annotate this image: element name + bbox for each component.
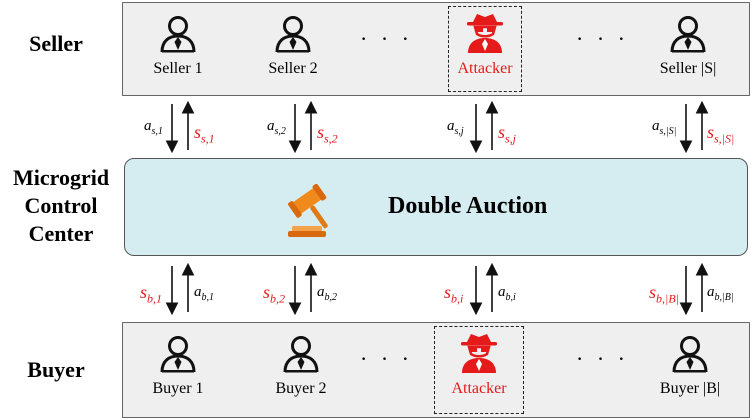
seller-s: Seller |S|	[640, 14, 736, 78]
seller-attacker-arrows	[469, 100, 499, 154]
buyer-b-arrows	[679, 262, 709, 316]
seller-1-name: Seller 1	[153, 60, 203, 77]
buyer-2: Buyer 2	[253, 334, 349, 398]
double-auction-box	[124, 158, 748, 256]
seller-1: Seller 1	[130, 14, 226, 78]
seller-panel	[122, 2, 750, 96]
buyer-attacker-name: Attacker	[451, 380, 507, 397]
user-tie-icon	[160, 336, 196, 373]
seller-attacker: Attacker	[437, 12, 533, 78]
seller-2-signal-label: ss,2	[317, 122, 338, 146]
buyer-attacker-highlight	[434, 326, 524, 414]
buyer-attacker-signal-label: sb,i	[444, 282, 464, 306]
buyer-ellipsis-left: · · ·	[360, 346, 413, 371]
double-auction-title: Double Auction	[388, 193, 548, 219]
user-tie-icon	[160, 16, 196, 53]
buyer-2-name: Buyer 2	[275, 380, 327, 397]
buyer-b: Buyer |B|	[642, 334, 738, 398]
seller-2-action-label: as,2	[267, 118, 286, 137]
buyer-attacker: Attacker	[431, 332, 527, 398]
seller-1-action-label: as,1	[144, 118, 163, 137]
seller-attacker-action-label: as,j	[447, 118, 464, 137]
spy-icon	[461, 334, 497, 373]
seller-s-name: Seller |S|	[659, 60, 717, 77]
buyer-row-label: Buyer	[27, 357, 85, 382]
seller-attacker-name: Attacker	[457, 60, 513, 77]
control-center-label-line-1: Microgrid	[12, 165, 110, 190]
user-tie-icon	[275, 16, 311, 53]
buyer-1-signal-label: sb,1	[140, 282, 163, 306]
seller-1-signal-label: ss,1	[194, 122, 215, 146]
user-tie-icon	[672, 336, 708, 373]
control-center-label-line-2: Control	[24, 193, 98, 218]
seller-2: Seller 2	[245, 14, 341, 78]
seller-ellipsis-left: · · ·	[360, 26, 413, 51]
buyer-1-action-label: ab,1	[194, 284, 214, 303]
seller-attacker-highlight	[448, 6, 522, 92]
seller-row-label: Seller	[29, 31, 83, 56]
seller-attacker-signal-label: ss,j	[498, 122, 517, 146]
buyer-attacker-action-label: ab,i	[498, 284, 516, 303]
buyer-1-name: Buyer 1	[152, 380, 204, 397]
seller-2-arrows	[288, 100, 318, 154]
buyer-2-action-label: ab,2	[317, 284, 337, 303]
seller-s-arrows	[679, 100, 709, 154]
control-center-label-line-3: Center	[28, 221, 94, 246]
buyer-1: Buyer 1	[130, 334, 226, 398]
seller-1-arrows	[165, 100, 195, 154]
buyer-panel	[122, 322, 750, 418]
buyer-2-arrows	[288, 262, 318, 316]
buyer-b-signal-label: sb,|B|	[649, 282, 679, 306]
buyer-attacker-arrows	[469, 262, 499, 316]
buyer-1-arrows	[165, 262, 195, 316]
gavel-icon	[288, 184, 328, 237]
seller-s-action-label: as,|S|	[652, 118, 677, 137]
buyer-b-name: Buyer |B|	[659, 380, 721, 397]
seller-s-signal-label: ss,|S|	[707, 122, 735, 146]
seller-2-name: Seller 2	[268, 60, 318, 77]
control-center-label: Microgrid Control Center	[0, 164, 122, 248]
buyer-b-action-label: ab,|B|	[707, 284, 734, 303]
buyer-ellipsis-right: · · ·	[576, 346, 629, 371]
spy-icon	[467, 14, 503, 53]
buyer-2-signal-label: sb,2	[263, 282, 286, 306]
user-tie-icon	[283, 336, 319, 373]
seller-ellipsis-right: · · ·	[576, 26, 629, 51]
user-tie-icon	[670, 16, 706, 53]
